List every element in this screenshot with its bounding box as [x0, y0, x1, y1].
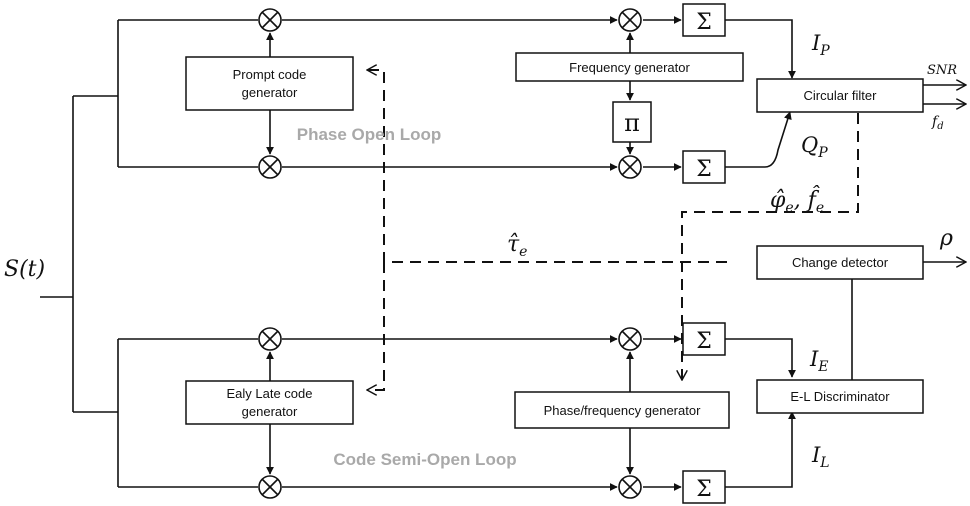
late-row — [118, 411, 796, 491]
mixer-icon — [258, 8, 282, 32]
mixer-icon — [258, 327, 282, 351]
svg-text:Σ: Σ — [696, 10, 712, 35]
svg-text:generator: generator — [242, 404, 298, 419]
svg-text:generator: generator — [242, 85, 298, 100]
tau-estimate-label: τ̂e — [507, 232, 527, 260]
mixer-icon — [618, 8, 642, 32]
mixer-icon — [618, 155, 642, 179]
tau-feedback-to-el-gen — [367, 262, 385, 390]
frequency-generator: Frequency generator — [515, 52, 744, 82]
svg-text:Phase/frequency generator: Phase/frequency generator — [544, 403, 701, 418]
svg-text:Frequency generator: Frequency generator — [569, 60, 690, 75]
snr-label: SNR — [927, 63, 957, 78]
svg-text:Change detector: Change detector — [792, 255, 889, 270]
svg-text:Circular filter: Circular filter — [804, 88, 878, 103]
phase-freq-estimate-label: φ̂e, f̂e — [770, 186, 824, 216]
sum-block-ip: Σ — [682, 3, 726, 37]
fd-label: fd — [931, 114, 944, 132]
ip-label: IP — [811, 31, 830, 59]
svg-text:Σ: Σ — [696, 157, 712, 182]
svg-text:π: π — [624, 109, 640, 137]
prompt-code-generator: Prompt code generator — [185, 56, 354, 111]
rho-label: ρ — [939, 226, 953, 251]
mixer-icon — [618, 475, 642, 499]
change-detector: Change detector — [756, 245, 924, 280]
early-row — [118, 335, 796, 378]
tau-feedback-to-prompt-gen — [367, 70, 727, 263]
sum-block-il: Σ — [682, 470, 726, 504]
svg-text:Ealy Late code: Ealy Late code — [226, 386, 312, 401]
svg-text:Σ: Σ — [696, 329, 712, 354]
prompt-bottom-row — [118, 111, 792, 171]
svg-text:Prompt code: Prompt code — [233, 67, 307, 82]
mixer-icon — [258, 475, 282, 499]
il-label: IL — [811, 443, 830, 471]
el-discriminator: E-L Discriminator — [756, 379, 924, 414]
qp-label: QP — [801, 133, 828, 161]
prompt-top-row — [118, 16, 796, 79]
early-late-code-generator: Ealy Late code generator — [185, 380, 354, 425]
code-semi-open-loop-label: Code Semi-Open Loop — [333, 450, 516, 469]
mixer-icon — [258, 155, 282, 179]
sum-block-ie: Σ — [682, 322, 726, 356]
phase-freq-feedback — [682, 113, 859, 380]
ie-label: IE — [809, 347, 829, 375]
mixer-icon — [618, 327, 642, 351]
circular-filter: Circular filter — [756, 78, 924, 113]
input-wiring — [40, 20, 119, 487]
phase-open-loop-label: Phase Open Loop — [297, 125, 442, 144]
svg-text:E-L Discriminator: E-L Discriminator — [790, 389, 890, 404]
pi-shift-block: π — [612, 101, 652, 143]
input-signal-label: S(t) — [4, 257, 45, 282]
svg-text:Σ: Σ — [696, 477, 712, 502]
sum-block-qp: Σ — [682, 150, 726, 184]
phase-frequency-generator: Phase/frequency generator — [514, 391, 730, 429]
